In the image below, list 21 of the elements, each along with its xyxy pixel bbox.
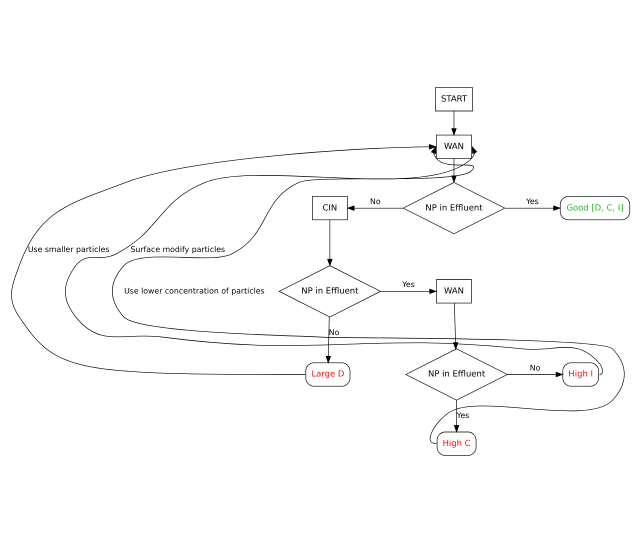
node-box: START bbox=[435, 86, 473, 111]
node-box: High C bbox=[436, 431, 476, 456]
arrow bbox=[346, 204, 404, 210]
arrow bbox=[454, 399, 460, 432]
node-box: Large D bbox=[306, 362, 350, 386]
node-box: CIN bbox=[312, 196, 348, 220]
arrow bbox=[11, 144, 437, 374]
arrow bbox=[507, 371, 564, 377]
node-diamond: NP in Effluent bbox=[278, 264, 382, 317]
arrow bbox=[451, 110, 457, 136]
node-diamond: NP in Effluent bbox=[405, 348, 508, 400]
arrow bbox=[65, 145, 603, 374]
node-box: Good [D, C, I] bbox=[560, 196, 630, 220]
node-box: WAN bbox=[436, 134, 472, 158]
arrow bbox=[326, 316, 332, 364]
node-box: High I bbox=[562, 362, 599, 386]
node-box: WAN bbox=[436, 278, 472, 303]
arrow bbox=[504, 204, 562, 210]
arrow bbox=[327, 219, 333, 266]
arrow bbox=[380, 288, 438, 294]
node-diamond: NP in Effluent bbox=[402, 182, 506, 234]
